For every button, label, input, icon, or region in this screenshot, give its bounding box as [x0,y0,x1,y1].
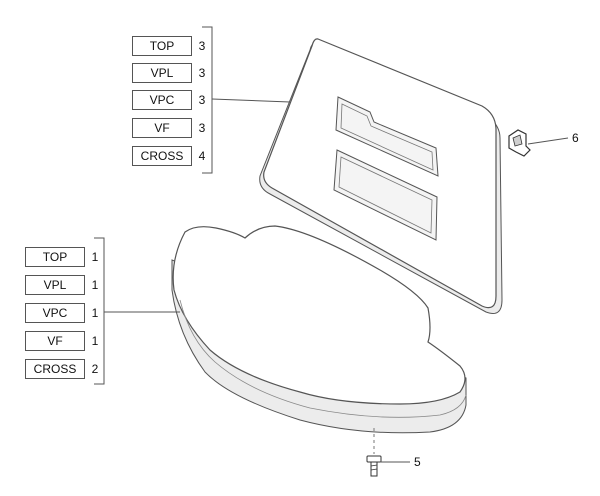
upper-row-4-qty: 3 [198,121,206,135]
lower-row-5-variant: CROSS [25,359,85,379]
upper-row-1-variant: TOP [132,36,192,56]
lower-row-4-qty: 1 [91,334,99,348]
upper-group-leader-line [211,98,291,103]
screw-head [366,455,382,463]
screw-part [366,428,410,477]
seat-cushion-top [172,225,466,405]
upper-row-5-variant: CROSS [132,146,192,166]
upper-row-1-qty: 3 [198,39,206,53]
lower-bracket-line [94,237,105,385]
lower-row-5-qty: 2 [91,362,99,376]
upper-row-4-variant: VF [132,118,192,138]
lower-row-2-variant: VPL [25,275,85,295]
clip-detail [512,134,523,147]
backrest-lower-recess-inner [338,156,433,234]
lower-group-bracket [94,237,180,385]
upper-row-2-variant: VPL [132,63,192,83]
upper-row-2-qty: 3 [198,66,206,80]
callout-part-6: 6 [572,131,579,145]
seat-cushion-bottom-edge [179,299,467,418]
clip-leader-line [527,137,569,145]
backrest-upper-recess-inner [340,103,434,171]
lower-row-2-qty: 1 [91,278,99,292]
upper-group-bracket [202,26,291,174]
clip-part [508,129,569,157]
upper-row-3-variant: VPC [132,90,192,110]
backrest-panel [259,38,503,314]
lower-row-3-qty: 1 [91,306,99,320]
upper-row-3-qty: 3 [198,93,206,107]
screw-thread-2 [370,468,378,471]
lower-row-1-variant: TOP [25,247,85,267]
lower-row-1-qty: 1 [91,250,99,264]
lower-row-4-variant: VF [25,331,85,351]
screw-thread-1 [370,464,378,467]
upper-row-5-qty: 4 [198,149,206,163]
backrest-upper-recess [335,96,439,177]
seat-cushion [171,225,467,434]
backrest-lower-recess [333,149,438,241]
callout-part-5: 5 [414,455,421,469]
lower-row-3-variant: VPC [25,303,85,323]
upper-bracket-line [202,26,213,174]
